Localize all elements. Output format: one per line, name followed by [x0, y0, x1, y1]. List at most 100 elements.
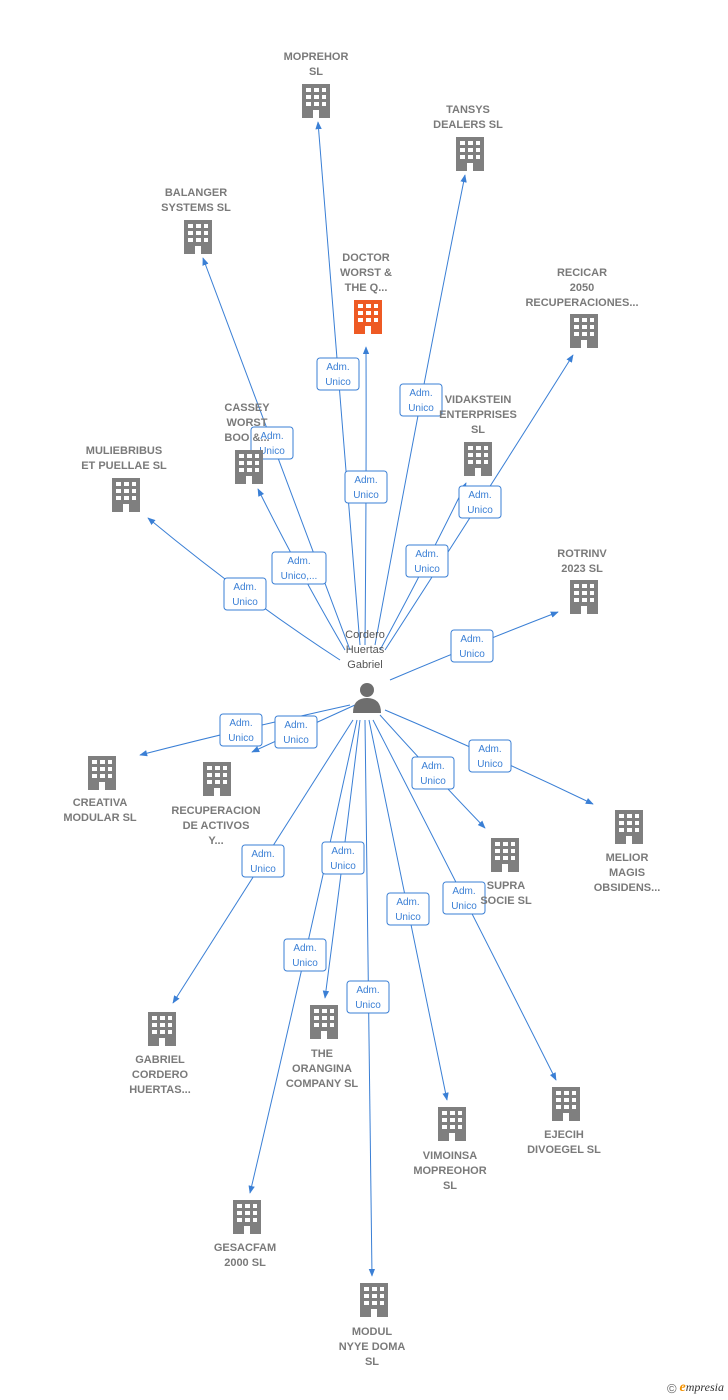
building-icon[interactable] [456, 137, 484, 171]
building-icon[interactable] [552, 1087, 580, 1121]
relation-label-orangina[interactable]: Adm.Unico [321, 841, 365, 875]
company-name: GABRIEL [135, 1054, 185, 1066]
relation-label-rotrinv[interactable]: Adm.Unico [450, 629, 494, 663]
building-icon[interactable] [491, 838, 519, 872]
relation-label-tansys[interactable]: Adm.Unico [399, 383, 443, 417]
company-node-tansys[interactable]: TANSYS DEALERS SL [433, 104, 503, 171]
person-icon[interactable] [353, 683, 381, 713]
relation-label-vimoinsa[interactable]: Adm.Unico [386, 892, 430, 926]
building-icon[interactable] [438, 1107, 466, 1141]
company-name: DEALERS SL [433, 119, 503, 131]
building-icon[interactable] [203, 762, 231, 796]
relation-text: Unico [414, 564, 440, 575]
relation-text: Unico [232, 597, 258, 608]
relation-label-gesacfam[interactable]: Adm.Unico [283, 938, 327, 972]
relation-text: Adm. [293, 943, 316, 954]
relation-text: Adm. [415, 549, 438, 560]
relation-label-ejecih[interactable]: Adm.Unico [442, 881, 486, 915]
relation-label-recicar[interactable]: Adm.Unico [458, 485, 502, 519]
relation-text: Unico [355, 1000, 381, 1011]
relation-text: Adm. [287, 556, 310, 567]
relation-label-modul[interactable]: Adm.Unico [346, 980, 390, 1014]
company-node-gabriel[interactable]: GABRIELCORDEROHUERTAS... [129, 1012, 191, 1096]
relation-text: Adm. [460, 634, 483, 645]
building-icon[interactable] [570, 580, 598, 614]
relation-text: Unico [477, 759, 503, 770]
building-icon[interactable] [235, 450, 263, 484]
relation-box [411, 756, 455, 790]
company-name: MOPREOHOR [413, 1165, 486, 1177]
company-node-melior[interactable]: MELIOR MAGIS OBSIDENS... [594, 810, 661, 894]
building-icon[interactable] [88, 756, 116, 790]
relation-label-doctor[interactable]: Adm.Unico [344, 470, 388, 504]
relation-text: Adm. [478, 744, 501, 755]
company-name: TANSYS [446, 104, 490, 116]
relation-label-muliebribus[interactable]: Adm.Unico [223, 577, 267, 611]
relation-label-melior[interactable]: Adm. Unico [468, 739, 512, 773]
relation-label-gabriel[interactable]: Adm.Unico [241, 844, 285, 878]
building-icon[interactable] [615, 810, 643, 844]
company-name: MAGIS [609, 867, 645, 879]
copyright-symbol: © [666, 1380, 677, 1396]
building-icon[interactable] [464, 442, 492, 476]
relation-box [405, 544, 449, 578]
building-icon[interactable] [148, 1012, 176, 1046]
company-node-recicar[interactable]: RECICAR2050RECUPERACIONES... [525, 267, 639, 348]
person-name: Huertas [346, 644, 385, 656]
relation-text: Adm. [452, 886, 475, 897]
company-name: MELIOR [606, 852, 649, 864]
building-icon[interactable] [310, 1005, 338, 1039]
relation-label-vidakstein[interactable]: Adm. Unico [405, 544, 449, 578]
company-name: BOO &... [224, 432, 269, 444]
company-name: RECICAR [557, 267, 607, 279]
company-name: OBSIDENS... [594, 882, 661, 894]
company-name: MOPREHOR [284, 51, 349, 63]
relation-box [468, 739, 512, 773]
relation-label-supra[interactable]: Adm. Unico [411, 756, 455, 790]
relation-box [442, 881, 486, 915]
building-icon[interactable] [184, 220, 212, 254]
company-name: THE Q... [345, 282, 388, 294]
relation-box [346, 980, 390, 1014]
building-icon[interactable] [112, 478, 140, 512]
building-icon[interactable] [354, 300, 382, 334]
relation-label-recuperacion[interactable]: Adm.Unico [274, 715, 318, 749]
relation-label-moprehor[interactable]: Adm.Unico [316, 357, 360, 391]
company-name: RECUPERACIONES... [525, 297, 638, 309]
relation-label-cassey[interactable]: Adm.Unico,... [271, 551, 327, 585]
relation-text: Adm. [421, 761, 444, 772]
building-icon[interactable] [570, 314, 598, 348]
relation-label-creativa[interactable]: Adm.Unico [219, 713, 263, 747]
empresia-logo[interactable]: empresia [679, 1380, 724, 1395]
company-name: VIMOINSA [423, 1150, 477, 1162]
company-name: DE ACTIVOS [183, 820, 250, 832]
company-name: Y... [208, 835, 223, 847]
company-name: MODULAR SL [63, 812, 137, 824]
relation-text: Adm. [396, 897, 419, 908]
relation-text: Unico [420, 776, 446, 787]
building-icon[interactable] [302, 84, 330, 118]
company-name: WORST & [340, 267, 392, 279]
relation-text: Unico [325, 377, 351, 388]
company-name: CASSEY [224, 402, 270, 414]
building-icon[interactable] [360, 1283, 388, 1317]
building-icon[interactable] [233, 1200, 261, 1234]
